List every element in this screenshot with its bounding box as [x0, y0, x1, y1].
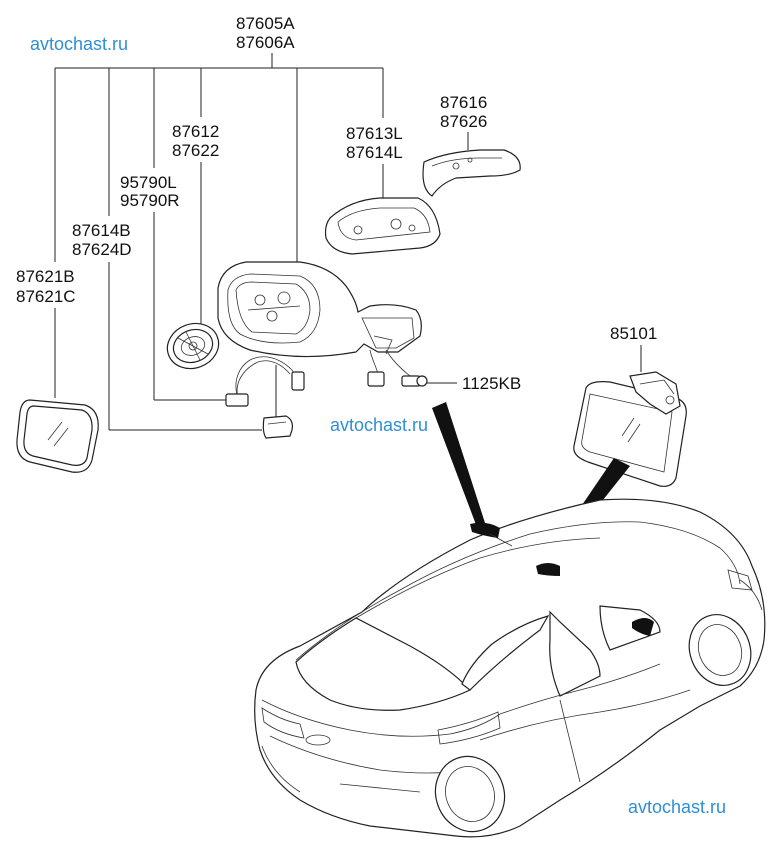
label-87621b: 87621B: [16, 267, 75, 286]
actuator-part: [166, 322, 220, 370]
bolt-part: [401, 375, 428, 387]
outside-mirror-assy-part: [217, 261, 422, 387]
side-lamp-part: [262, 415, 293, 439]
label-87624d: 87624D: [72, 240, 132, 259]
label-85101: 85101: [610, 324, 657, 343]
watermark-center: avtochast.ru: [330, 415, 428, 435]
watermark-bottom-right: avtochast.ru: [628, 797, 726, 817]
label-87622: 87622: [172, 141, 219, 160]
mirror-scalp-part: [324, 197, 441, 255]
vehicle-illustration: [254, 498, 766, 838]
label-87614l: 87614L: [346, 143, 403, 162]
label-87616: 87616: [440, 93, 487, 112]
label-87626: 87626: [440, 112, 487, 131]
label-87613l: 87613L: [346, 124, 403, 143]
label-87614b: 87614B: [72, 221, 131, 240]
label-95790r: 95790R: [120, 191, 180, 210]
label-1125kb: 1125KB: [462, 374, 521, 393]
mirror-glass-part: [16, 399, 99, 473]
label-95790l: 95790L: [120, 173, 177, 192]
label-87621c: 87621C: [16, 287, 76, 306]
watermark-top-left: avtochast.ru: [30, 34, 128, 54]
label-87605a: 87605A: [236, 14, 295, 33]
wire-harness-part: [225, 356, 305, 407]
leader-lines: [54, 53, 642, 431]
mirror-cover-part: [422, 149, 521, 197]
label-87606a: 87606A: [236, 33, 295, 52]
label-87612: 87612: [172, 122, 219, 141]
inside-mirror-part: [573, 371, 687, 487]
